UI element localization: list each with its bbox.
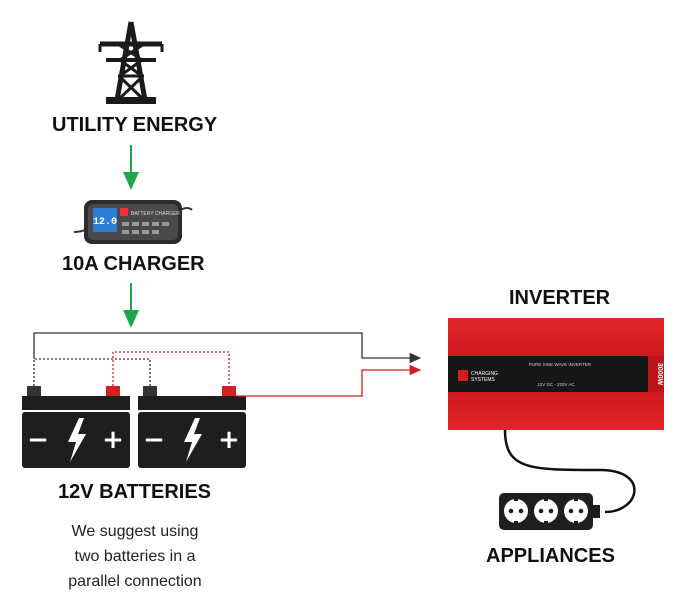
charger-device: 12.0 BATTERY CHARGER — [73, 200, 193, 244]
inverter-top-text: PURE SINE WAVE INVERTER — [529, 362, 592, 367]
inverter-brand-line1: CHARGING — [471, 371, 498, 377]
charger-display-value: 12.0 — [93, 217, 117, 228]
suggestion-note: We suggest using two batteries in a para… — [40, 519, 230, 594]
lightning-icon — [68, 418, 86, 462]
parallel-wiring — [33, 351, 230, 386]
battery-left-minus: − — [27, 425, 49, 455]
lightning-icon — [184, 418, 202, 462]
note-line: We suggest using — [71, 523, 199, 540]
battery-left-plus: + — [102, 425, 124, 455]
note-line: parallel connection — [68, 573, 202, 590]
inverter-side-badge: 3000W — [656, 363, 663, 386]
inverter-spec-text: 12V DC - 220V AC — [537, 382, 575, 387]
inverter-logo-icon — [458, 370, 468, 381]
charger-brand: BATTERY CHARGER — [131, 211, 180, 217]
note-line: two batteries in a — [74, 548, 196, 565]
power-strip-icon — [499, 493, 600, 530]
battery-right-plus: + — [218, 425, 240, 455]
battery-right-minus: − — [143, 425, 165, 455]
negative-wire — [33, 332, 422, 364]
battery-left: − + — [22, 386, 130, 468]
charger-display — [93, 208, 117, 232]
inverter-brand-line2: SYSTEMS — [471, 377, 496, 383]
appliance-cable — [503, 429, 636, 514]
utility-energy-label: UTILITY ENERGY — [52, 114, 218, 136]
charger-label: 10A CHARGER — [62, 253, 205, 275]
batteries-label: 12V BATTERIES — [58, 481, 211, 503]
battery-right: − + — [138, 386, 246, 468]
transmission-tower-icon — [98, 21, 164, 104]
positive-wire — [236, 364, 422, 397]
inverter-label: INVERTER — [509, 287, 611, 309]
appliances-label: APPLIANCES — [486, 545, 615, 567]
inverter-device: PURE SINE WAVE INVERTER CHARGING SYSTEMS… — [448, 318, 664, 430]
